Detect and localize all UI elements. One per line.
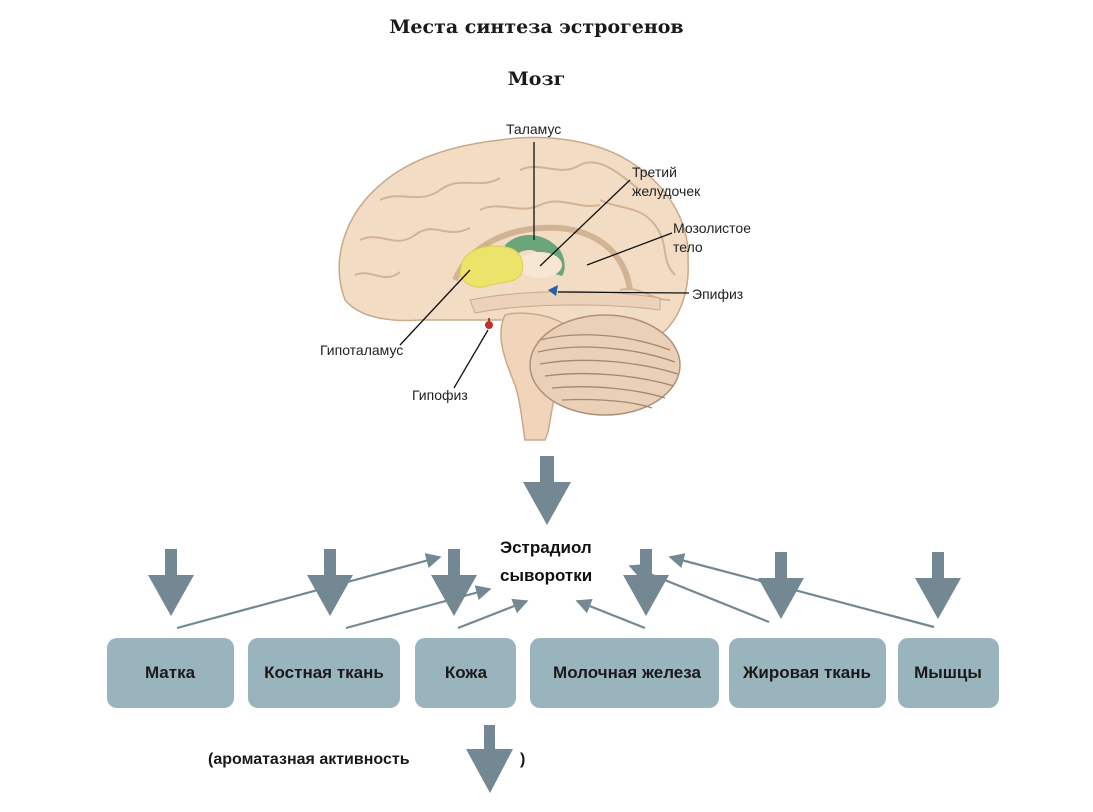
tissue-box-uterus[interactable]: Матка (107, 638, 234, 708)
label-hypothalamus: Гипоталамус (320, 342, 403, 358)
serum-estradiol-line1: Эстрадиол (500, 538, 592, 557)
label-leaders (399, 142, 690, 389)
aromatase-activity-label: (ароматазная активность (208, 751, 410, 768)
hypothalamus-region (459, 245, 524, 288)
tissue-box-breast[interactable]: Молочная железа (530, 638, 719, 708)
label-third-ventricle-line2: желудочек (632, 183, 701, 199)
tissue-label: Жировая ткань (742, 663, 871, 682)
arrow-down-uterus (148, 549, 194, 616)
label-pituitary: Гипофиз (412, 387, 468, 403)
arrow-down-muscle (915, 552, 961, 619)
label-corpus-callosum-line2: тело (673, 239, 703, 255)
label-corpus-callosum-line1: Мозолистое (673, 220, 751, 236)
aromatase-close-paren: ) (520, 751, 525, 768)
tissue-label: Кожа (445, 663, 488, 682)
label-pineal: Эпифиз (692, 286, 743, 302)
diagram-title: Места синтеза эстрогенов (389, 16, 684, 38)
tissue-label: Костная ткань (264, 663, 384, 682)
tissue-boxes: Матка Костная ткань Кожа Молочная железа… (107, 638, 999, 708)
arrow-down-bone (307, 549, 353, 616)
arrow-down-breast (623, 549, 669, 616)
tissue-label: Матка (145, 663, 196, 682)
tissue-box-bone[interactable]: Костная ткань (248, 638, 400, 708)
label-thalamus: Таламус (506, 121, 561, 137)
tissue-box-adipose[interactable]: Жировая ткань (729, 638, 886, 708)
tissue-box-muscle[interactable]: Мышцы (898, 638, 999, 708)
arrow-down-adipose (758, 552, 804, 619)
tissue-label: Молочная железа (553, 663, 701, 682)
serum-estradiol-line2: сыворотки (500, 566, 592, 585)
pineal-region (548, 285, 558, 296)
section-title-brain: Мозг (507, 68, 566, 90)
label-third-ventricle-line1: Третий (632, 164, 677, 180)
decrease-arrow-icon (466, 725, 513, 793)
brain-illustration (338, 136, 689, 441)
cerebellum (529, 314, 681, 416)
arrow-down-skin (431, 549, 477, 616)
tissue-input-arrows (148, 549, 961, 619)
brain-to-serum-arrow (523, 456, 571, 525)
tissue-box-skin[interactable]: Кожа (415, 638, 516, 708)
pituitary-region (485, 321, 493, 329)
tissue-output-arrows (176, 553, 935, 630)
tissue-label: Мышцы (914, 663, 982, 682)
